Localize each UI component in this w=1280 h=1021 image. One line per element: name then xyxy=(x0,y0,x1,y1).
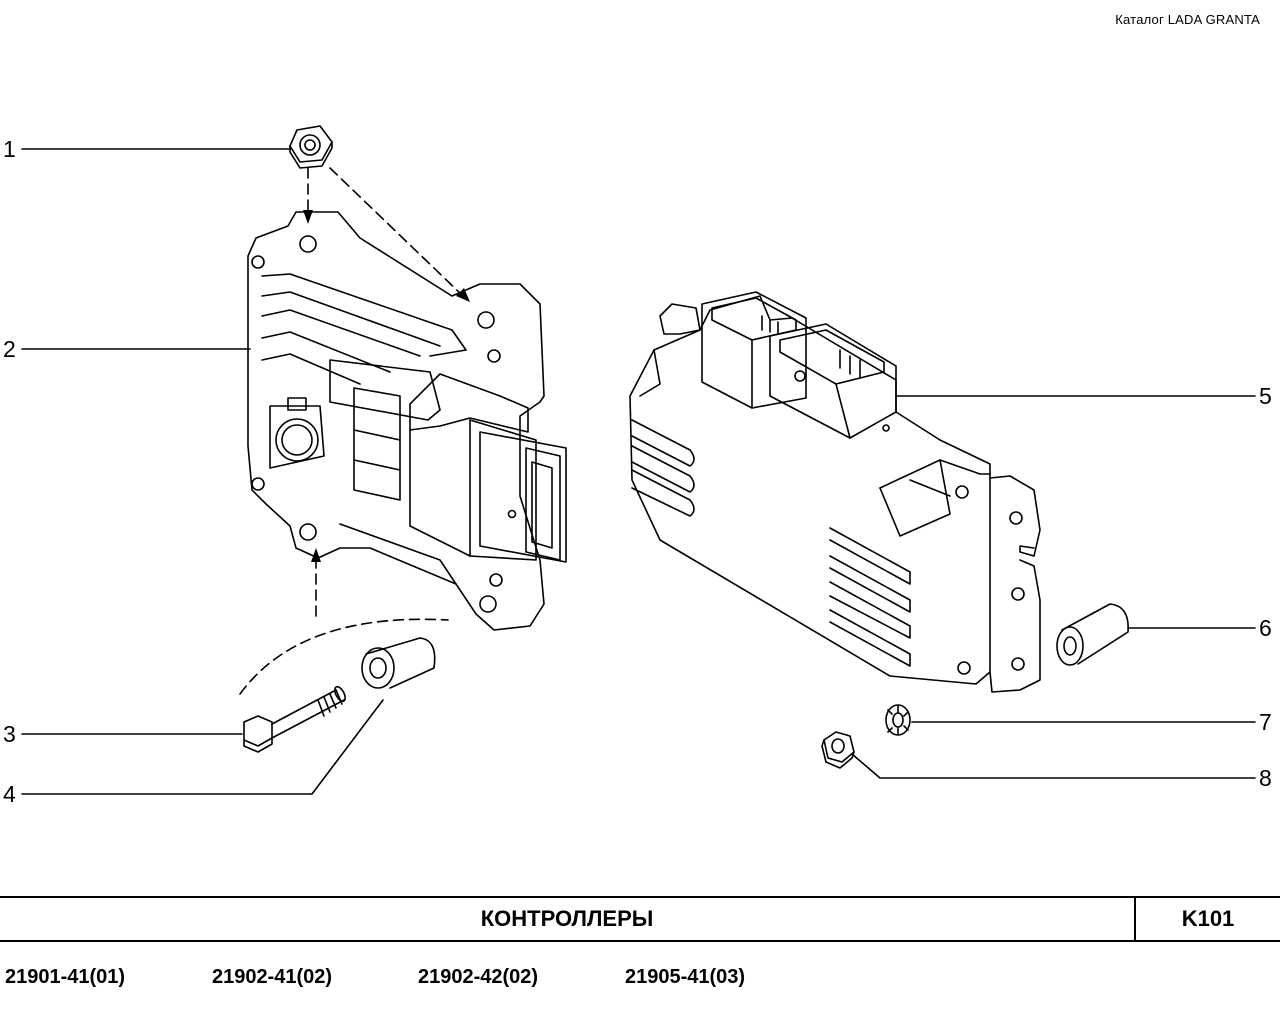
title-divider xyxy=(1134,898,1136,940)
part-6-bushing xyxy=(1056,603,1129,666)
callout-numbers: 1 2 3 4 5 6 7 8 xyxy=(3,136,1272,807)
exploded-parts-diagram: 1 2 3 4 5 6 7 8 xyxy=(3,125,1272,807)
leader-line-4 xyxy=(21,699,384,795)
section-code: K101 xyxy=(1181,906,1235,931)
section-title: КОНТРОЛЛЕРЫ xyxy=(480,906,654,931)
model-code: 21902-42(02) xyxy=(418,966,539,988)
leader-lines xyxy=(21,148,1256,795)
callout-4: 4 xyxy=(3,781,16,807)
part-5-controller xyxy=(629,291,1041,693)
part-7-lock-washer xyxy=(885,704,911,736)
callout-1: 1 xyxy=(3,136,16,162)
callout-8: 8 xyxy=(1259,765,1272,791)
callout-7: 7 xyxy=(1259,709,1272,735)
model-code: 21905-41(03) xyxy=(625,966,746,988)
callout-6: 6 xyxy=(1259,615,1272,641)
arrow-heads xyxy=(303,210,470,562)
assembly-lines xyxy=(239,167,463,695)
model-list: 21901-41(01) 21902-41(02) 21902-42(02) 2… xyxy=(0,966,1280,994)
part-2-controller xyxy=(247,211,567,631)
leader-line-8 xyxy=(851,753,1256,779)
catalog-header: Каталог LADA GRANTA xyxy=(1115,12,1260,27)
model-code: 21901-41(01) xyxy=(5,966,126,988)
callout-2: 2 xyxy=(3,336,16,362)
callout-5: 5 xyxy=(1259,383,1272,409)
model-code: 21902-41(02) xyxy=(212,966,333,988)
title-block: КОНТРОЛЛЕРЫ K101 xyxy=(0,896,1280,942)
part-1-flange-nut xyxy=(289,125,333,169)
part-8-nut xyxy=(821,731,855,769)
part-3-bolt xyxy=(243,685,346,753)
callout-3: 3 xyxy=(3,721,16,747)
part-4-bushing xyxy=(361,637,436,689)
